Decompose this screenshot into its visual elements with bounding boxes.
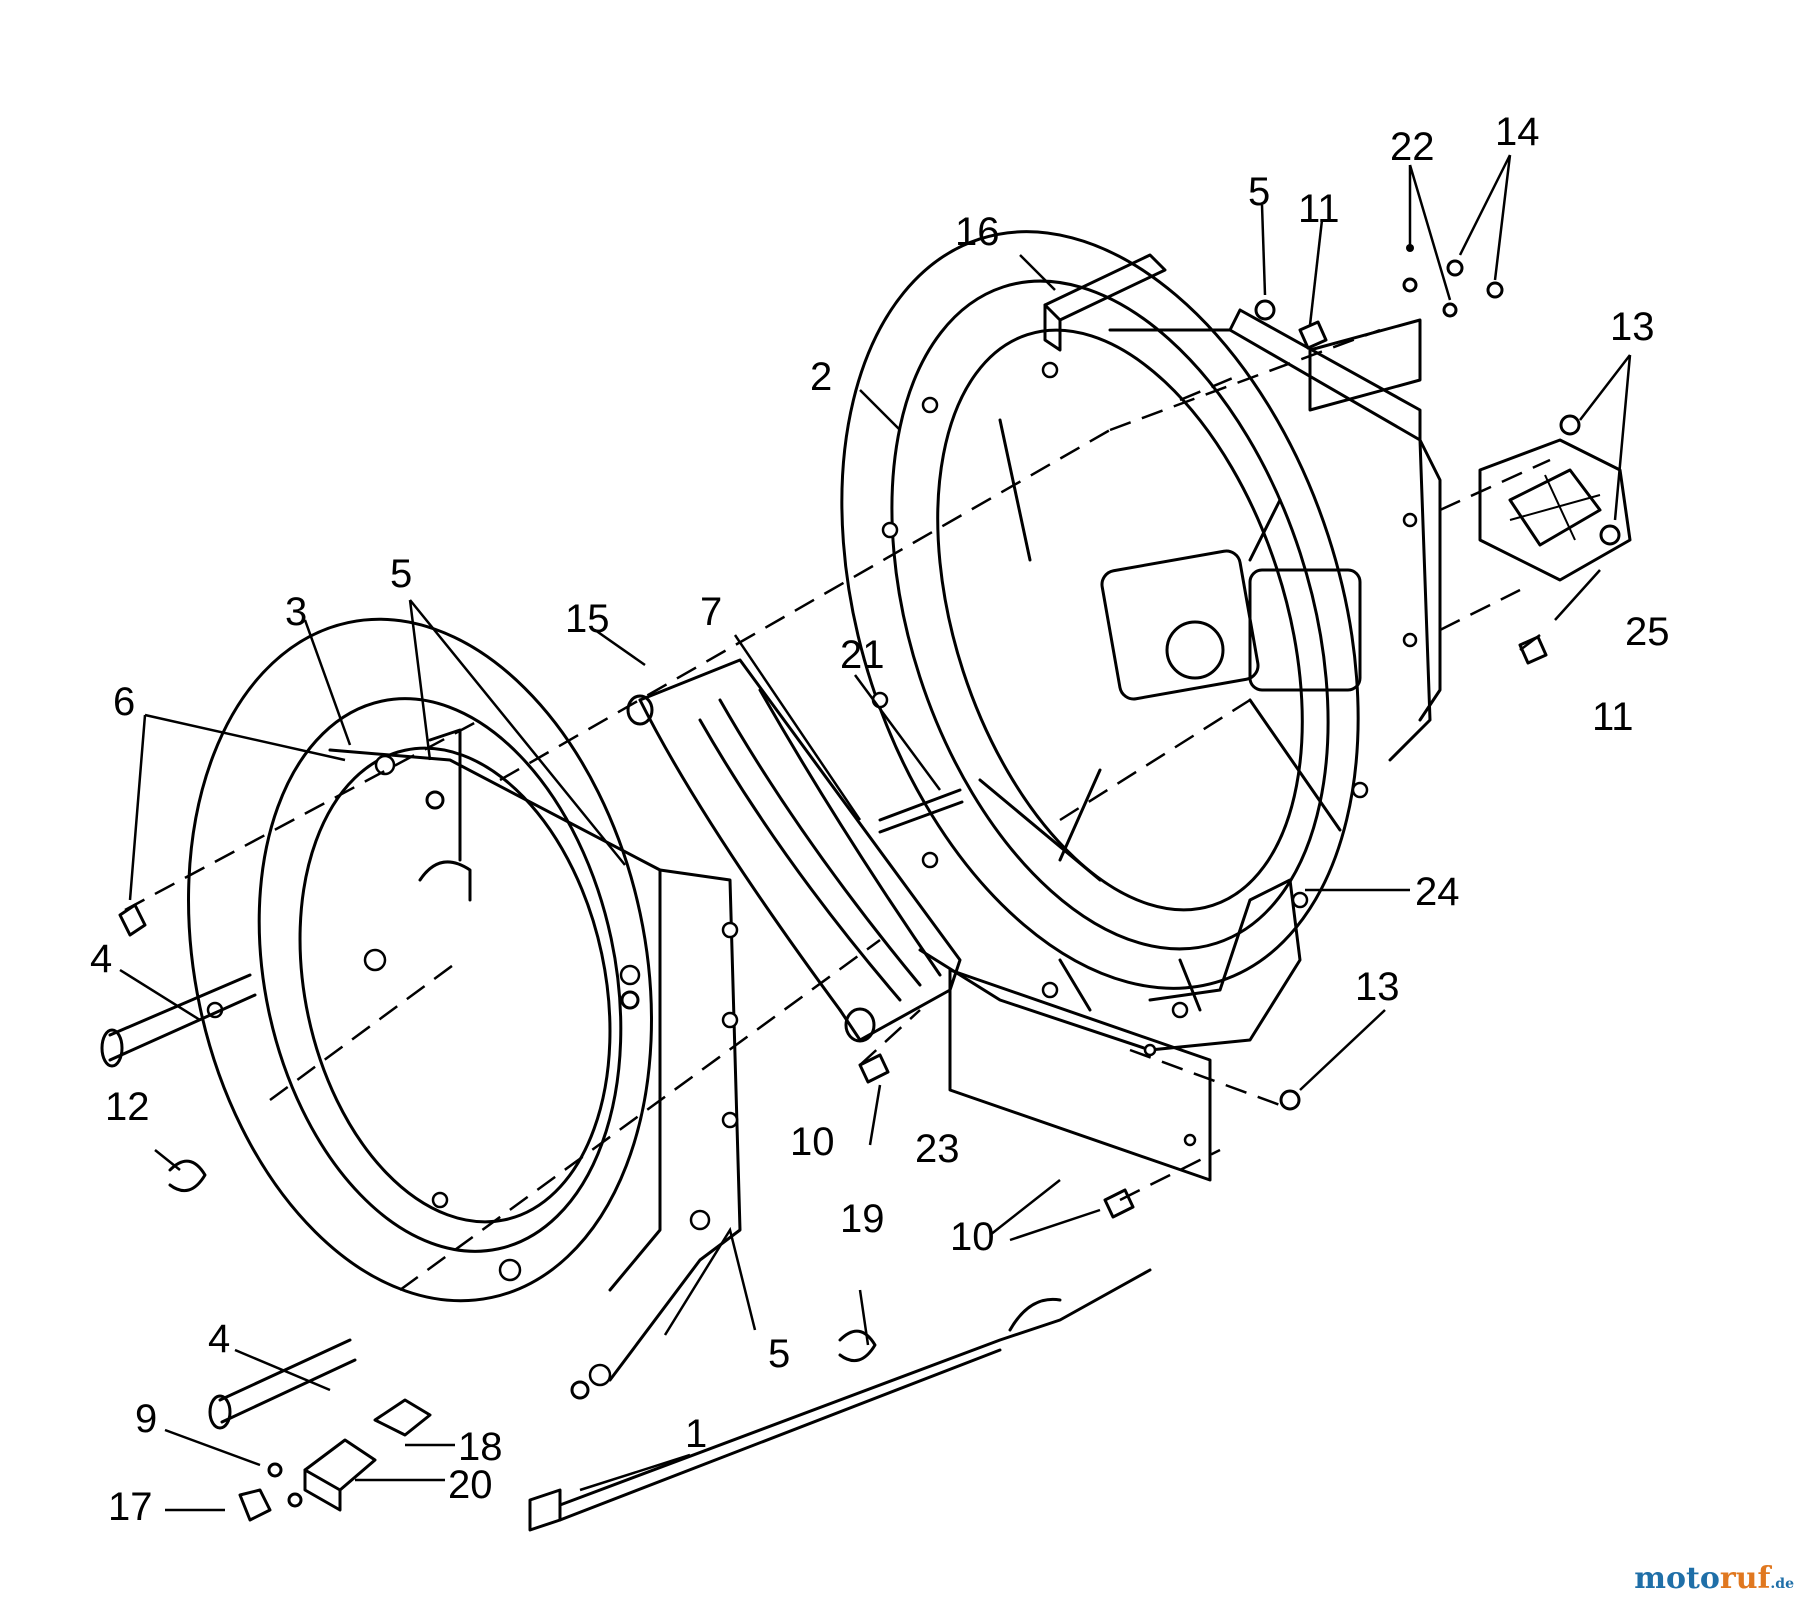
part-3-front-housing [187, 617, 742, 1387]
part-1-harness [528, 1268, 1152, 1532]
part-2-rear-housing [840, 230, 1442, 1019]
callout-5-bottom: 5 [768, 1332, 790, 1376]
callout-24: 24 [1415, 870, 1460, 914]
callout-14: 14 [1495, 110, 1540, 154]
callout-12: 12 [105, 1085, 150, 1129]
part-23-bottom-panel [948, 968, 1212, 1182]
motoruf-watermark: motoruf.de [1634, 1561, 1794, 1596]
callout-13-top: 13 [1610, 305, 1655, 349]
fasteners [100, 244, 1621, 1508]
assembly-lines [124, 328, 1551, 1292]
callout-5-middle: 5 [390, 552, 412, 596]
part-24-scroll-plate [918, 878, 1302, 1052]
callout-labels: 1 2 3 4 4 5 5 5 6 7 9 10 10 11 11 12 13 … [90, 110, 1670, 1529]
callout-4-upper: 4 [90, 937, 112, 981]
callout-18: 18 [458, 1425, 503, 1469]
callout-20: 20 [448, 1463, 493, 1507]
part-16-bracket [1043, 253, 1422, 412]
callout-19: 19 [840, 1197, 885, 1241]
part-25-cover-plate [1478, 438, 1632, 582]
callout-22: 22 [1390, 125, 1435, 169]
watermark-motor: moto [1634, 1561, 1720, 1596]
part-7-15-duct [626, 658, 962, 1043]
callout-7: 7 [700, 590, 722, 634]
callout-25: 25 [1625, 610, 1670, 654]
callout-10-bottom: 10 [950, 1215, 995, 1259]
callout-9: 9 [135, 1397, 157, 1441]
callout-23: 23 [915, 1127, 960, 1171]
callout-10-left: 10 [790, 1120, 835, 1164]
callout-2: 2 [810, 355, 832, 399]
callout-6: 6 [113, 680, 135, 724]
callout-3: 3 [285, 590, 307, 634]
callout-11-top: 11 [1298, 187, 1340, 231]
callout-15: 15 [565, 597, 610, 641]
callout-17: 17 [108, 1485, 153, 1529]
callout-11-right: 11 [1592, 695, 1634, 739]
watermark-tld: .de [1770, 1576, 1794, 1592]
callout-13-bottom: 13 [1355, 965, 1400, 1009]
part-17-18-20-switch [238, 1398, 432, 1522]
callout-5-top: 5 [1248, 170, 1270, 214]
leader-lines [119, 154, 1632, 1512]
callout-1: 1 [685, 1412, 707, 1456]
callout-16: 16 [955, 210, 1000, 254]
callout-4-lower: 4 [208, 1317, 230, 1361]
callout-21: 21 [840, 633, 885, 677]
watermark-ruf: ruf [1719, 1561, 1771, 1596]
